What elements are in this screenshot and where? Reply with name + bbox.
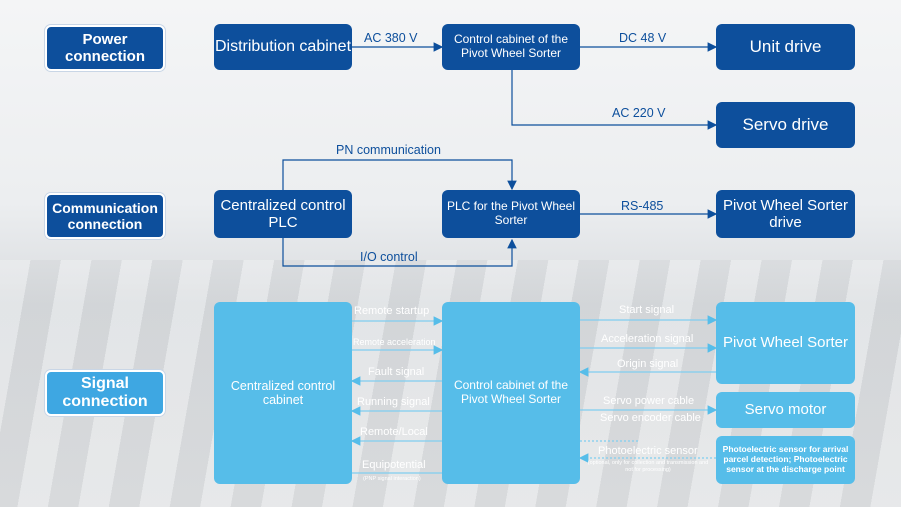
category-power: Power connection [45,25,165,71]
dc48-label: DC 48 V [619,31,667,45]
category-signal: Signal connection [45,370,165,416]
pivot-drive-box: Pivot Wheel Sorter drive [716,190,855,238]
remote-startup-label: Remote startup [354,305,430,317]
io-control-label: I/O control [360,250,418,264]
signal-control-cabinet-box: Control cabinet of the Pivot Wheel Sorte… [442,302,580,484]
servo-encoder-label: Servo encoder cable [600,412,701,424]
acceleration-signal-label: Acceleration signal [601,333,694,345]
start-signal-label: Start signal [619,304,675,316]
servo-motor-box: Servo motor [716,392,855,428]
pn-communication-label: PN communication [336,143,441,157]
category-communication: Communication connection [45,193,165,239]
ac220-label: AC 220 V [612,106,666,120]
equipotential-label: Equipotential [362,459,426,471]
photoelectric-sensor-label: Photoelectric sensor [598,445,698,457]
running-signal-label: Running signal [357,396,430,408]
centralized-plc-box: Centralized control PLC [214,190,352,238]
remote-local-label: Remote/Local [360,426,428,438]
photoelectric-box: Photoelectric sensor for arrival parcel … [716,436,855,484]
photoelectric-note-label: (optional, only for collection and trans… [587,460,709,473]
origin-signal-label: Origin signal [617,358,679,370]
fault-signal-label: Fault signal [368,366,425,378]
pnp-note-label: (PNP signal interaction) [363,476,421,482]
power-control-cabinet-box: Control cabinet of the Pivot Wheel Sorte… [442,24,580,70]
ac380-label: AC 380 V [364,31,418,45]
rs485-label: RS-485 [621,199,664,213]
centralized-cabinet-box: Centralized control cabinet [214,302,352,484]
plc-pivot-box: PLC for the Pivot Wheel Sorter [442,190,580,238]
servo-power-label: Servo power cable [603,395,695,407]
distribution-cabinet-box: Distribution cabinet [214,24,352,70]
pivot-sorter-box: Pivot Wheel Sorter [716,302,855,384]
servo-drive-box: Servo drive [716,102,855,148]
unit-drive-box: Unit drive [716,24,855,70]
remote-acceleration-label: Remote acceleration [353,337,436,347]
